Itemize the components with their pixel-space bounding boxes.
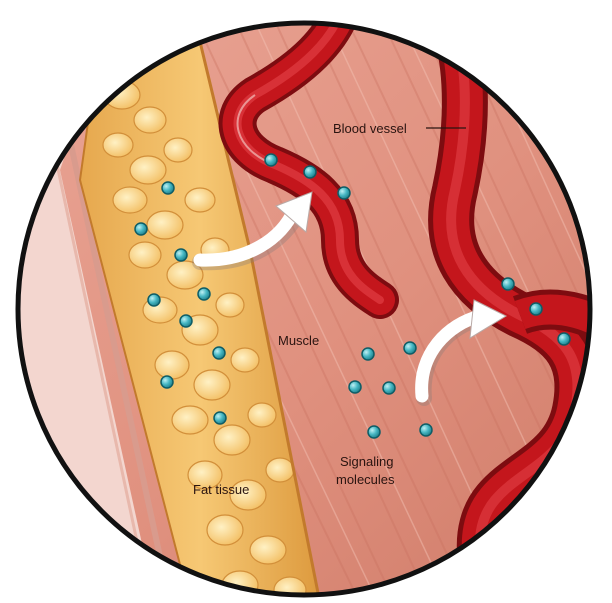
- molecule: [349, 381, 361, 393]
- molecule: [362, 348, 374, 360]
- molecule: [368, 426, 380, 438]
- molecule: [420, 424, 432, 436]
- blood-vessel-label: Blood vessel: [333, 121, 407, 136]
- molecule: [180, 315, 192, 327]
- molecule: [404, 342, 416, 354]
- molecule: [213, 347, 225, 359]
- signaling-molecules-label-line2: molecules: [336, 472, 395, 487]
- fat-tissue-label: Fat tissue: [193, 482, 249, 497]
- molecule: [338, 187, 350, 199]
- molecule: [175, 249, 187, 261]
- molecule: [265, 154, 277, 166]
- molecule: [558, 333, 570, 345]
- molecule: [198, 288, 210, 300]
- molecule: [162, 182, 174, 194]
- blood-vessel-right: [440, 0, 612, 603]
- signaling-molecules-label-line1: Signaling: [340, 454, 394, 469]
- muscle-label: Muscle: [278, 333, 319, 348]
- molecule: [383, 382, 395, 394]
- molecule: [502, 278, 514, 290]
- molecule: [304, 166, 316, 178]
- molecule: [214, 412, 226, 424]
- molecule: [135, 223, 147, 235]
- molecule: [148, 294, 160, 306]
- molecule: [530, 303, 542, 315]
- molecule: [161, 376, 173, 388]
